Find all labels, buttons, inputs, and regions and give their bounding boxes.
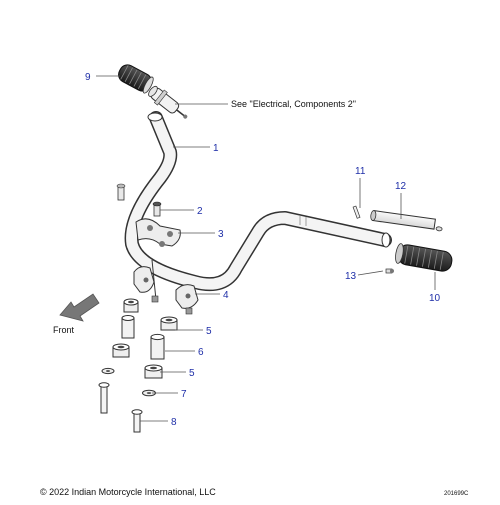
grip-screw: [385, 268, 394, 274]
handlebar: [124, 111, 392, 292]
leader-lines: [96, 75, 436, 422]
callout-12: 12: [395, 181, 407, 192]
callout-5-upper: 5: [206, 326, 212, 337]
retaining-pin: [352, 205, 361, 219]
callout-labels: 1 2 3 4 5 5 6 7 8 9 10 11 12 13: [85, 72, 441, 428]
callout-9: 9: [85, 72, 91, 83]
throttle-tube: [370, 210, 443, 232]
callout-5-lower: 5: [189, 368, 195, 379]
bushing-lower-left: [112, 343, 130, 358]
left-grip: [118, 64, 154, 94]
figure-id: 201699C: [444, 491, 469, 497]
spacer-right: [150, 333, 165, 360]
callout-13: 13: [345, 271, 357, 282]
callout-2: 2: [197, 206, 203, 217]
spacer-left: [121, 315, 135, 339]
riser-bolt-upper: [116, 183, 126, 201]
callout-4: 4: [223, 290, 229, 301]
callout-8: 8: [171, 417, 177, 428]
riser-left: [133, 259, 159, 303]
callout-11: 11: [355, 166, 366, 177]
throttle-body: [148, 85, 188, 119]
riser-right: [175, 284, 199, 315]
callout-10: 10: [429, 293, 441, 304]
bushing-upper-left: [123, 298, 139, 313]
callout-3: 3: [218, 229, 224, 240]
see-also-note: See "Electrical, Components 2": [231, 99, 356, 109]
bolt-left: [98, 382, 110, 414]
callout-7: 7: [181, 389, 187, 400]
copyright-notice: © 2022 Indian Motorcycle International, …: [40, 487, 216, 497]
right-grip: [395, 243, 453, 272]
bolt-right: [131, 409, 143, 433]
front-label: Front: [53, 325, 75, 335]
upper-clamp: [135, 218, 181, 247]
front-arrow-icon: [59, 293, 100, 322]
riser-bolt-2: [152, 201, 162, 217]
bushing-lower-right: [144, 364, 163, 379]
washer-left: [101, 367, 115, 375]
callout-6: 6: [198, 347, 204, 358]
callout-1: 1: [213, 143, 219, 154]
bushing-upper-right: [160, 316, 178, 331]
